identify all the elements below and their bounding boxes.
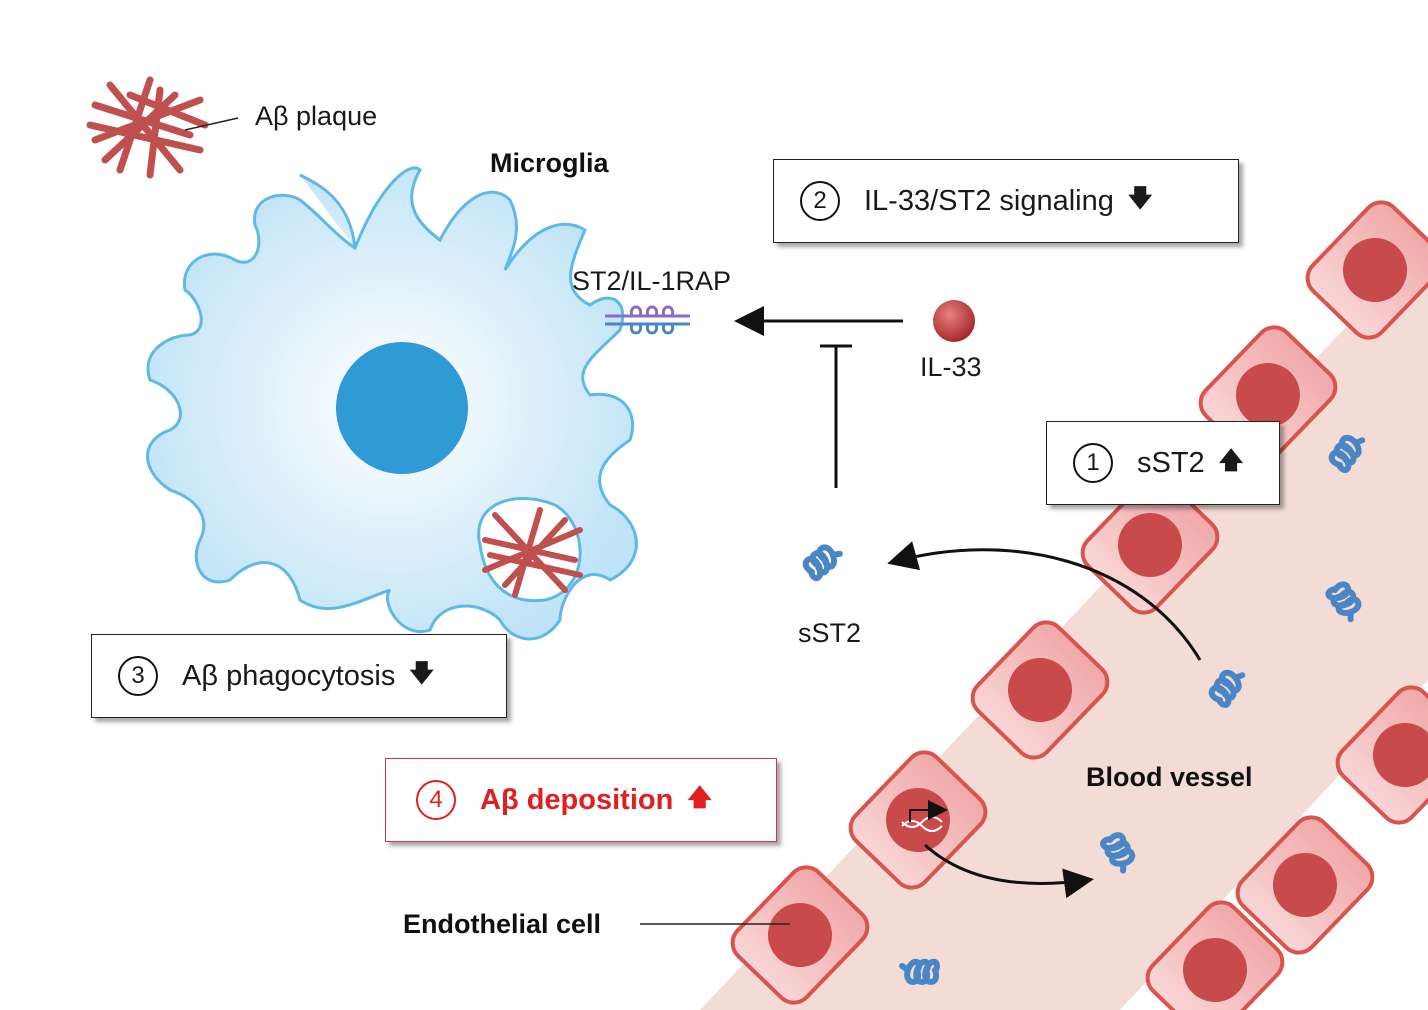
step-4-number: 4 [416, 780, 456, 820]
step-3-number: 3 [118, 656, 158, 696]
step-2-box: 2 IL-33/ST2 signaling 🡇 [773, 159, 1239, 243]
step-4-text: Aβ deposition [480, 783, 674, 816]
microglia-label: Microglia [490, 148, 609, 178]
step-2-number: 2 [800, 181, 840, 221]
plaque-label-line [184, 117, 239, 131]
release-arrow [887, 541, 1202, 661]
il33-ligand-icon [933, 300, 975, 342]
up-arrow-icon: 🡅 [1218, 446, 1244, 474]
receptor-label: ST2/IL-1RAP [572, 266, 732, 296]
down-arrow-icon: 🡇 [1127, 184, 1153, 212]
endothelial-cell-label: Endothelial cell [403, 909, 602, 939]
down-arrow-icon: 🡇 [409, 659, 435, 687]
blood-vessel [700, 192, 1428, 1010]
step-3-text: Aβ phagocytosis [182, 659, 396, 692]
microglia-nucleus [336, 342, 468, 474]
step-1-number: 1 [1073, 443, 1113, 483]
step-3-box: 3 Aβ phagocytosis 🡇 [91, 634, 507, 718]
inhibition-bar [820, 344, 852, 488]
st2-il1rap-receptor-icon [605, 305, 690, 335]
secretion-arrow [923, 843, 1094, 899]
blood-vessel-label: Blood vessel [1086, 762, 1253, 792]
step-4-box: 4 Aβ deposition 🡅 [385, 758, 777, 842]
step-1-box: 1 sST2 🡅 [1046, 421, 1280, 505]
sst2-decoy-icon [803, 542, 843, 580]
step-1-text: sST2 [1137, 446, 1205, 479]
promoter-arrow-icon [909, 800, 948, 822]
abeta-plaque-icon [86, 76, 209, 179]
il33-label: IL-33 [920, 352, 982, 382]
abeta-plaque-label: Aβ plaque [255, 101, 378, 131]
up-arrow-icon: 🡅 [687, 783, 712, 811]
step-2-text: IL-33/ST2 signaling [864, 184, 1114, 217]
engulfed-plaque-icon [482, 507, 583, 598]
sst2-label: sST2 [798, 618, 862, 648]
